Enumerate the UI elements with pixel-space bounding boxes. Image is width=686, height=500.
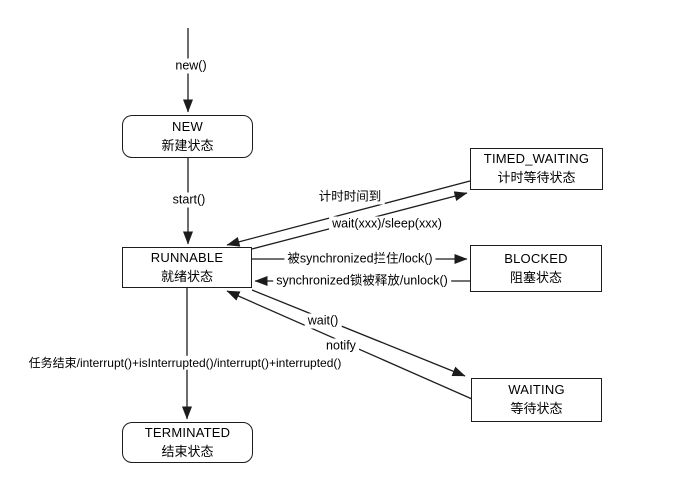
edge-label-wait: wait() — [304, 313, 342, 329]
state-label-cn-blocked: 阻塞状态 — [509, 269, 562, 285]
state-name-runnable: RUNNABLE — [150, 249, 224, 265]
edge-label-start: start() — [169, 192, 209, 208]
edge-label-wait-sleep: wait(xxx)/sleep(xxx) — [329, 216, 445, 232]
edge-label-unlock: synchronized锁被释放/unlock() — [273, 273, 451, 289]
state-name-new: NEW — [172, 118, 203, 134]
edge-runnable-to-waiting — [251, 289, 466, 377]
state-node-terminated: TERMINATED 结束状态 — [122, 422, 253, 463]
state-label-cn-new: 新建状态 — [161, 137, 214, 153]
state-name-blocked: BLOCKED — [504, 250, 568, 266]
state-node-new: NEW 新建状态 — [122, 115, 253, 158]
state-label-cn-waiting: 等待状态 — [510, 401, 563, 416]
state-label-cn-timed-waiting: 计时等待状态 — [497, 170, 576, 185]
edge-label-new: new() — [172, 58, 210, 74]
state-label-cn-terminated: 结束状态 — [161, 443, 214, 459]
state-label-cn-runnable: 就绪状态 — [160, 268, 213, 284]
edge-label-lock: 被synchronized拦住/lock() — [284, 251, 436, 267]
state-name-waiting: WAITING — [508, 382, 565, 398]
state-name-timed-waiting: TIMED_WAITING — [483, 151, 590, 167]
state-node-timed-waiting: TIMED_WAITING 计时等待状态 — [470, 148, 603, 190]
state-node-runnable: RUNNABLE 就绪状态 — [122, 247, 252, 288]
state-node-blocked: BLOCKED 阻塞状态 — [470, 245, 602, 292]
edge-label-terminate: 任务结束/interrupt()+isInterrupted()/interru… — [25, 355, 345, 371]
edge-label-notify: notify — [323, 338, 359, 354]
state-name-terminated: TERMINATED — [144, 424, 231, 440]
edge-timedwaiting-to-runnable — [226, 180, 471, 247]
edge-label-timer-done: 计时时间到 — [315, 189, 385, 205]
state-node-waiting: WAITING 等待状态 — [471, 378, 602, 422]
